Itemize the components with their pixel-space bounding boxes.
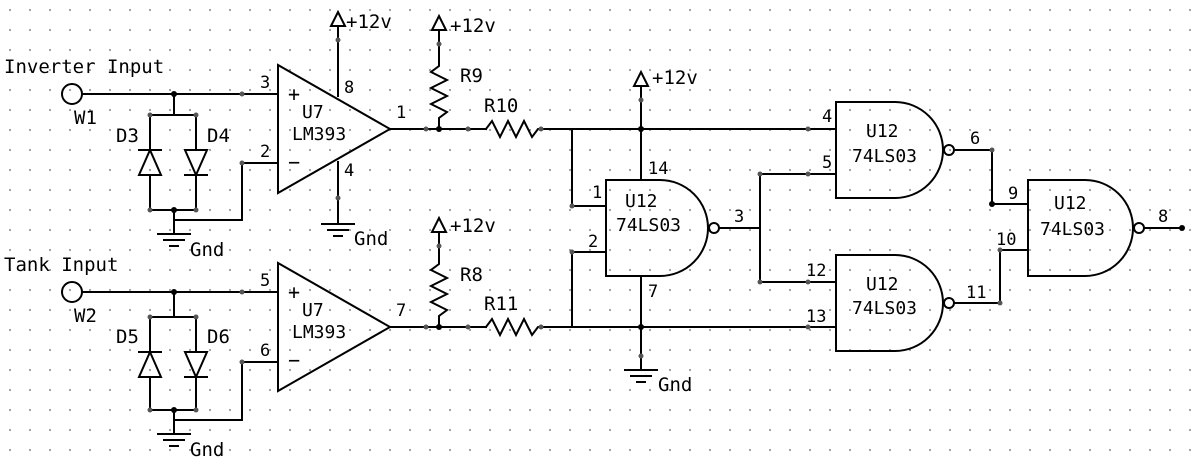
pin-junction: [239, 91, 245, 97]
wire-gate-a-output: [718, 173, 837, 283]
inverter-bubble-icon: [943, 297, 955, 309]
tank-input-terminal[interactable]: [61, 281, 83, 303]
gate-a-part: 74LS03: [616, 215, 681, 236]
diode-d5-symbol: [137, 349, 163, 378]
vcc-label: +12v: [450, 15, 496, 37]
u7a-plus-sign: +: [288, 82, 300, 106]
gate-b-pin-5: 5: [822, 153, 832, 173]
gate-a-pin-2: 2: [588, 232, 598, 252]
output-terminal[interactable]: [1179, 225, 1185, 231]
ground-label: Gnd: [190, 239, 224, 261]
gate-b-ref: U12: [866, 121, 899, 142]
inverter-input-label: Inverter Input: [4, 56, 164, 78]
gate-d-pin-8: 8: [1158, 207, 1168, 227]
u7b-minus-sign: −: [288, 348, 300, 372]
u7a-ref: U7: [302, 102, 324, 123]
nand-gate-u12-b: [835, 101, 944, 199]
gate-c-pin-13: 13: [806, 307, 826, 327]
u7a-minus-sign: −: [288, 150, 300, 174]
gate-d-pin-10: 10: [996, 230, 1016, 250]
resistor-r9: [428, 231, 450, 328]
inverter-bubble-icon: [943, 144, 955, 156]
u7a-part: LM393: [292, 124, 346, 145]
resistor-r8: [428, 29, 450, 130]
diode-d4-label: D4: [207, 125, 230, 147]
vcc-label: +12v: [652, 67, 698, 89]
inverter-input-terminal[interactable]: [61, 83, 83, 105]
diode-d3-symbol: [137, 147, 163, 176]
u7b-pin-5: 5: [260, 271, 270, 291]
gate-c-part: 74LS03: [852, 298, 917, 319]
diode-d6-symbol: [183, 351, 209, 380]
u7b-plus-sign: +: [288, 280, 300, 304]
resistor-r8-label: R9: [460, 65, 483, 87]
wire-inverter-minus: [173, 162, 279, 221]
inverter-bubble-icon: [1133, 222, 1145, 234]
diode-d3-label: D3: [116, 125, 139, 147]
gate-a-pin-14: 14: [648, 159, 668, 179]
gate-b-pin-6: 6: [970, 129, 980, 149]
gate-d-pin-9: 9: [1008, 184, 1018, 204]
ground-symbol: [157, 409, 191, 447]
u7b-pin-7: 7: [396, 301, 406, 321]
u7b-ref: U7: [302, 300, 324, 321]
gate-c-pin-12: 12: [806, 261, 826, 281]
resistor-r10: [484, 118, 837, 140]
resistor-r11-label: R11: [484, 293, 518, 315]
u7b-part: LM393: [292, 322, 346, 343]
vcc-label: +12v: [450, 215, 496, 237]
ground-symbol: [624, 369, 658, 383]
diode-d6-label: D6: [207, 326, 230, 348]
vcc-label: +12v: [346, 11, 392, 33]
resistor-r11: [484, 316, 837, 338]
gate-a-pin-1: 1: [592, 183, 602, 203]
wire-tank-minus: [173, 361, 279, 421]
gate-c-ref: U12: [866, 274, 899, 295]
vcc-arrow-icon: [430, 215, 448, 233]
inverter-bubble-icon: [708, 222, 720, 234]
ground-label: Gnd: [354, 228, 388, 250]
vcc-arrow-icon: [430, 13, 448, 31]
u7b-pin-6: 6: [260, 341, 270, 361]
comparator-u7-a: [277, 63, 393, 195]
wire-gate-b-output: [953, 149, 1029, 205]
gate-b-part: 74LS03: [852, 146, 917, 167]
nand-gate-u12-a: [605, 179, 709, 277]
diode-d4-symbol: [183, 149, 209, 178]
resistor-r9-label: R8: [460, 264, 483, 286]
ground-symbol: [321, 223, 355, 237]
tank-input-label: Tank Input: [4, 254, 118, 276]
diode-d5-label: D5: [116, 326, 139, 348]
u7a-pin-3: 3: [260, 73, 270, 93]
wire-gate-c-output: [953, 249, 1029, 304]
wire-gate1-inputs: [571, 128, 607, 328]
nand-gate-u12-c: [835, 254, 944, 352]
u7a-pin-1: 1: [396, 103, 406, 123]
ground-label: Gnd: [190, 439, 224, 461]
gate-d-part: 74LS03: [1040, 219, 1105, 240]
pin-junction: [239, 160, 245, 166]
gate-a-pin-7: 7: [648, 282, 658, 302]
diode-pair-d5-d6: [137, 291, 209, 427]
nand-gate-u12-d: [1027, 179, 1134, 277]
terminal-w2-label: W2: [74, 305, 97, 327]
comparator-u7-b: [277, 261, 393, 393]
u7a-pin-4: 4: [344, 161, 354, 181]
gate-a-pin-3: 3: [734, 207, 744, 227]
gate-d-ref: U12: [1054, 193, 1087, 214]
resistor-r10-label: R10: [484, 95, 518, 117]
gate-a-ref: U12: [625, 191, 658, 212]
gate-b-pin-4: 4: [822, 107, 832, 127]
ground-label: Gnd: [658, 374, 692, 396]
ground-symbol: [157, 209, 191, 247]
terminal-w1-label: W1: [74, 107, 97, 129]
vcc-arrow-icon: [632, 69, 650, 87]
vcc-arrow-icon: [329, 9, 347, 27]
u7a-pin-2: 2: [260, 142, 270, 162]
u7a-pin-8: 8: [344, 78, 354, 98]
gate-c-pin-11: 11: [966, 283, 986, 303]
